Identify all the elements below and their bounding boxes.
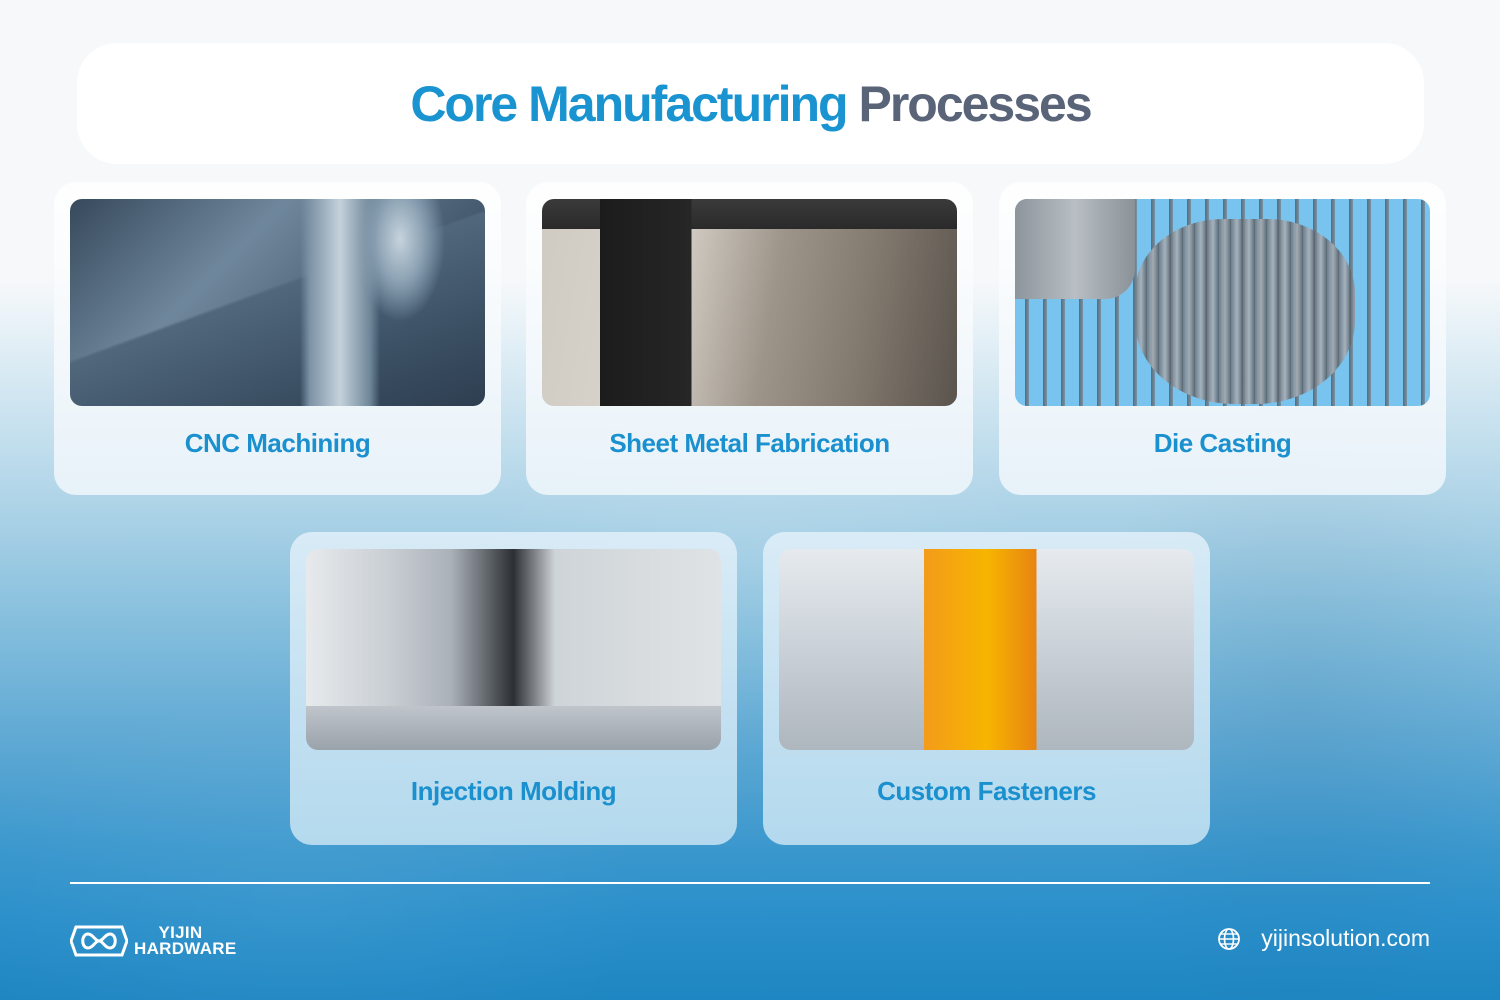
cnc-machining-photo [70,199,485,406]
process-card-sheet-metal: Sheet Metal Fabrication [526,182,973,495]
process-card-injection-molding: Injection Molding [290,532,737,845]
footer-divider [70,882,1430,884]
title-rest: Processes [858,75,1092,132]
die-cast-heatsink-photo [1015,199,1430,406]
injection-molding-machine-photo [306,549,721,750]
brand-line-2: HARDWARE [134,939,237,959]
process-card-label: CNC Machining [184,428,371,458]
globe-icon [1218,927,1241,950]
infinity-hex-logo-icon [70,925,128,957]
brand-line-1: YIJIN [158,923,203,942]
process-card-cnc-machining: CNC Machining [54,182,501,495]
page-title: Core Manufacturing Processes [410,75,1092,132]
process-card-die-casting: Die Casting [999,182,1446,495]
process-card-custom-fasteners: Custom Fasteners [763,532,1210,845]
process-card-label: Die Casting [1153,428,1292,458]
title-highlight: Core Manufacturing [410,75,848,132]
process-card-label: Injection Molding [410,776,617,806]
brand-name: YIJIN HARDWARE [134,923,237,959]
website-link[interactable]: yijinsolution.com [1217,925,1430,952]
title-banner: Core Manufacturing Processes [77,43,1424,164]
press-brake-photo [542,199,957,406]
factory-production-line-photo [779,549,1194,750]
process-card-label: Sheet Metal Fabrication [609,428,890,458]
process-card-label: Custom Fasteners [877,776,1096,806]
website-url[interactable]: yijinsolution.com [1261,925,1430,951]
brand-logo: YIJIN HARDWARE [70,923,237,959]
